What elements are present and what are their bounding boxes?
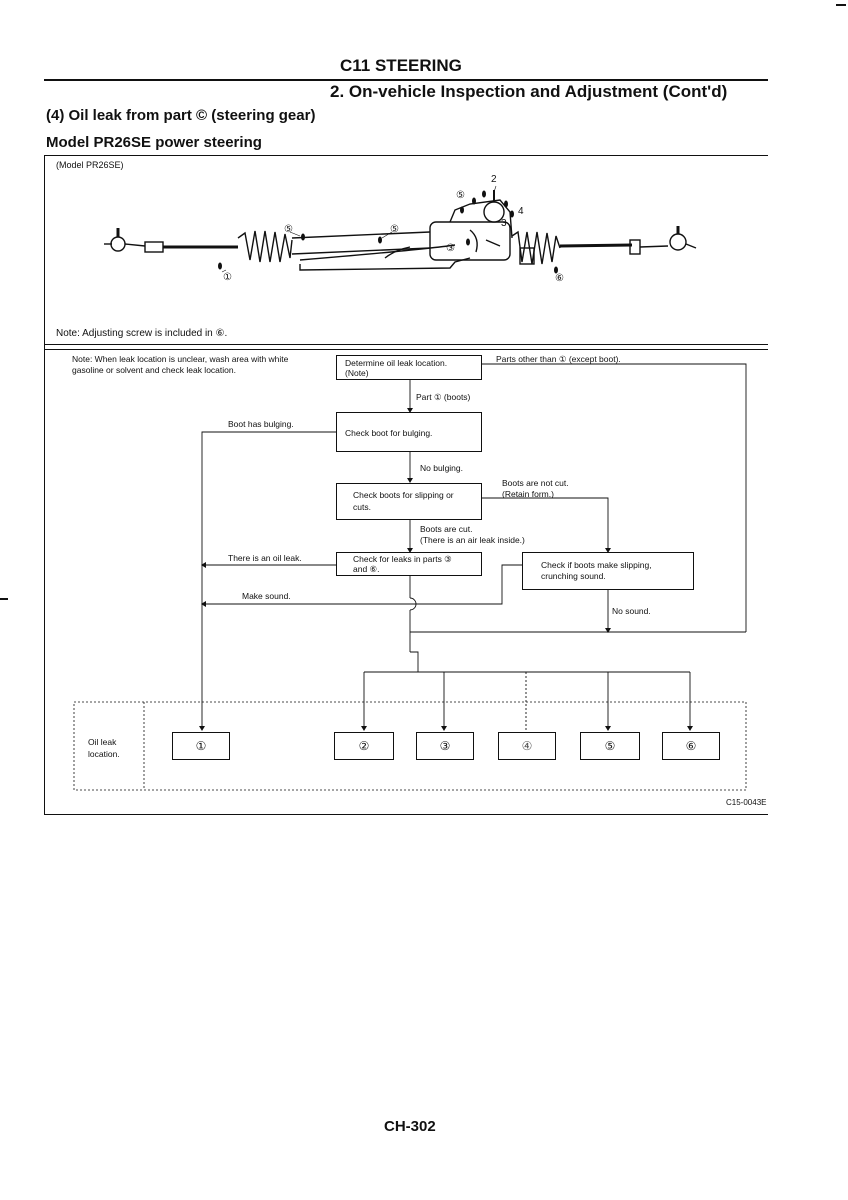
check-sound-box: Check if boots make slipping, crunching … (522, 552, 694, 590)
subsection-title: 2. On-vehicle Inspection and Adjustment … (330, 82, 728, 101)
part-callouts: ① 2 ⑤ 3 4 ⑤ ③ ⑥ ⑤ (223, 174, 564, 284)
callout-6: ⑥ (555, 273, 564, 284)
flowchart-arrowheads (199, 408, 693, 731)
figure-frame (44, 155, 768, 815)
leak-droplets (218, 190, 558, 274)
label-no-sound: No sound. (612, 606, 651, 616)
divider-rule (44, 344, 768, 345)
figure-model-label: (Model PR26SE) (56, 160, 124, 170)
label-parts-other: Parts other than ① (except boot). (496, 354, 621, 364)
label-boot-bulging: Boot has bulging. (228, 419, 294, 429)
callout-5c: ⑤ (390, 224, 399, 235)
flowchart-note: Note: When leak location is unclear, was… (72, 354, 289, 375)
check-leaks-box: Check for leaks in parts ③ and ⑥. (336, 552, 482, 576)
label-make-sound: Make sound. (242, 591, 291, 601)
label-oil-leak: There is an oil leak. (228, 553, 302, 563)
check-bulging-box: Check boot for bulging. (336, 412, 482, 452)
label-part1-boots: Part ① (boots) (416, 392, 471, 402)
location-4-box: ④ (498, 732, 556, 760)
check-slipping-box: Check boots for slipping or cuts. (336, 483, 482, 520)
location-5-box: ⑤ (580, 732, 640, 760)
callout-3a: 3 (501, 218, 507, 229)
callout-4: 4 (518, 206, 524, 217)
callout-leaders (221, 185, 497, 273)
callout-5b: ⑤ (284, 224, 293, 235)
header-rule (44, 79, 768, 81)
model-heading: Model PR26SE power steering (46, 134, 262, 151)
section-title: C11 STEERING (340, 56, 462, 75)
location-1-box: ① (172, 732, 230, 760)
label-boots-cut: Boots are cut. (420, 524, 473, 534)
corner-mark (836, 4, 846, 6)
flowchart-connectors (201, 363, 747, 730)
steering-rack-illustration (104, 190, 697, 271)
divider-rule-2 (44, 349, 768, 350)
determine-location-box: Determine oil leak location. (Note) (336, 355, 482, 380)
oil-leak-location-label: Oil leak location. (88, 737, 120, 759)
location-6-box: ⑥ (662, 732, 720, 760)
callout-1: ① (223, 272, 232, 283)
location-2-box: ② (334, 732, 394, 760)
callout-5a: ⑤ (456, 190, 465, 201)
location-frame (73, 701, 747, 791)
label-no-bulging: No bulging. (420, 463, 464, 473)
page-number: CH-302 (384, 1118, 436, 1135)
item-heading: (4) Oil leak from part © (steering gear) (46, 107, 316, 124)
location-3-box: ③ (416, 732, 474, 760)
callout-3b: ③ (446, 243, 455, 254)
label-boots-not-cut: Boots are not cut. (502, 478, 569, 488)
label-air-leak: (There is an air leak inside.) (420, 535, 525, 545)
label-retain-form: (Retain form.) (502, 489, 554, 499)
margin-mark (0, 598, 8, 600)
figure-code: C15-0043E (726, 798, 767, 807)
figure-note: Note: Adjusting screw is included in ⑥. (56, 328, 228, 339)
callout-2: 2 (491, 174, 497, 185)
